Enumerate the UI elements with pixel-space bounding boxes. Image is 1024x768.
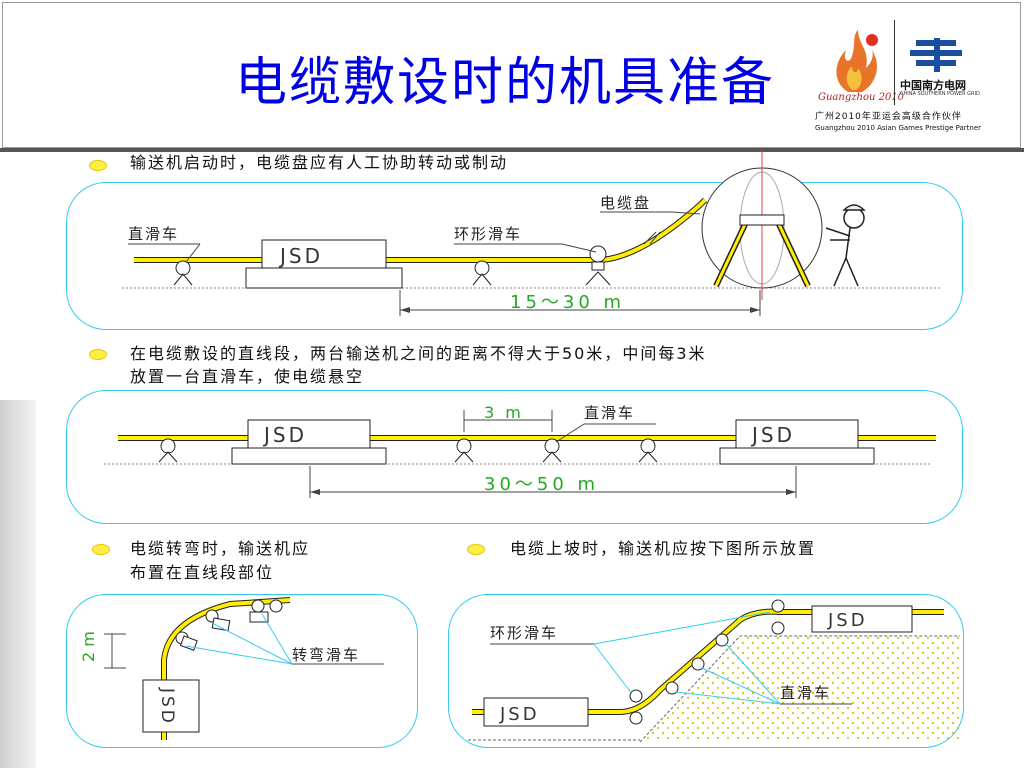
worker-icon (825, 204, 866, 287)
bullet-icon (92, 544, 110, 555)
label-ring-roller: 环形滑车 (490, 624, 558, 642)
jsd-label-right: JSD (750, 423, 795, 447)
straight-roller (158, 438, 178, 463)
note-2-line2: 放置一台直滑车，使电缆悬空 (130, 367, 365, 386)
slope-rollers (629, 599, 785, 725)
note-1: 输送机启动时，电缆盘应有人工协助转动或制动 (130, 153, 509, 172)
jsd-label-left: JSD (262, 423, 307, 447)
straight-roller (715, 633, 729, 647)
jsd-machine-left (247, 419, 371, 449)
jsd-machine (142, 679, 200, 733)
diagram-panel-3 (66, 594, 418, 748)
straight-roller (173, 260, 193, 286)
turn-roller-group (175, 599, 283, 651)
dimension-label: 30～50 m (484, 474, 599, 495)
header-frame (2, 2, 1021, 148)
jsd-machine (261, 239, 387, 269)
turn-roller (249, 599, 269, 623)
note-3-line2: 布置在直线段部位 (130, 563, 275, 582)
jsd-label-top: JSD (827, 610, 868, 631)
header-underline (0, 148, 1024, 152)
straight-roller (665, 681, 679, 695)
bullet-icon (467, 544, 485, 555)
note-2-line1: 在电缆敷设的直线段，两台输送机之间的距离不得大于50米，中间每3米 (130, 344, 707, 363)
spacing-label: 3 m (484, 403, 524, 422)
label-turn-roller: 转弯滑车 (292, 646, 360, 664)
jsd-machine-right (735, 419, 859, 449)
note-4: 电缆上坡时，输送机应按下图所示放置 (510, 539, 817, 558)
dimension-label: 15～30 m (510, 292, 625, 313)
jsd-label: JSD (278, 244, 323, 268)
turn-roller (175, 631, 198, 651)
label-straight-roller: 直滑车 (584, 404, 635, 422)
turn-roller (269, 599, 283, 613)
bullet-icon (89, 349, 107, 360)
height-label: 2 m (79, 631, 98, 662)
ring-roller (771, 599, 785, 635)
ring-roller (629, 689, 643, 725)
note-3-line1: 电缆转弯时，输送机应 (130, 539, 311, 558)
csg-logo-subtext: CHINA SOUTHERN POWER GRID (900, 91, 980, 97)
left-shadow-block (0, 400, 36, 768)
turn-roller (205, 609, 231, 632)
csg-logo-icon (910, 38, 962, 72)
jsd-base-right (719, 447, 875, 465)
sponsor-info: 广州2010年亚运会高级合作伙伴 Guangzhou 2010 Asian Ga… (815, 112, 1015, 134)
header: 电缆敷设时的机具准备 Guangzhou 2010 中国南方电网 CHINA S… (0, 0, 1024, 152)
jsd-label-bottom: JSD (499, 704, 540, 725)
jsd-base-left (231, 447, 387, 465)
straight-roller (454, 438, 474, 463)
asian-games-logo: Guangzhou 2010 (818, 30, 905, 103)
csg-logo-text: 中国南方电网 (900, 79, 966, 92)
label-cable-drum: 电缆盘 (600, 194, 651, 212)
label-ring-roller: 环形滑车 (454, 225, 522, 243)
sponsor-line-en: Guangzhou 2010 Asian Games Prestige Part… (815, 124, 982, 132)
label-straight-roller: 直滑车 (128, 225, 179, 243)
straight-roller (542, 438, 562, 463)
jsd-label: JSD (157, 687, 177, 726)
games-logo-text: Guangzhou 2010 (818, 92, 905, 103)
straight-roller (691, 657, 705, 671)
ring-roller (585, 245, 611, 286)
bullet-icon (89, 160, 107, 171)
jsd-machine-top (811, 605, 913, 633)
sponsor-line-cn: 广州2010年亚运会高级合作伙伴 (815, 112, 962, 122)
slope-ground (640, 636, 960, 742)
straight-roller (472, 260, 492, 286)
jsd-base (245, 267, 403, 289)
straight-roller (638, 438, 658, 463)
logo-divider (894, 20, 895, 105)
label-straight-roller: 直滑车 (780, 684, 831, 702)
page-title: 电缆敷设时的机具准备 (234, 53, 775, 113)
jsd-machine-bottom (483, 697, 589, 727)
